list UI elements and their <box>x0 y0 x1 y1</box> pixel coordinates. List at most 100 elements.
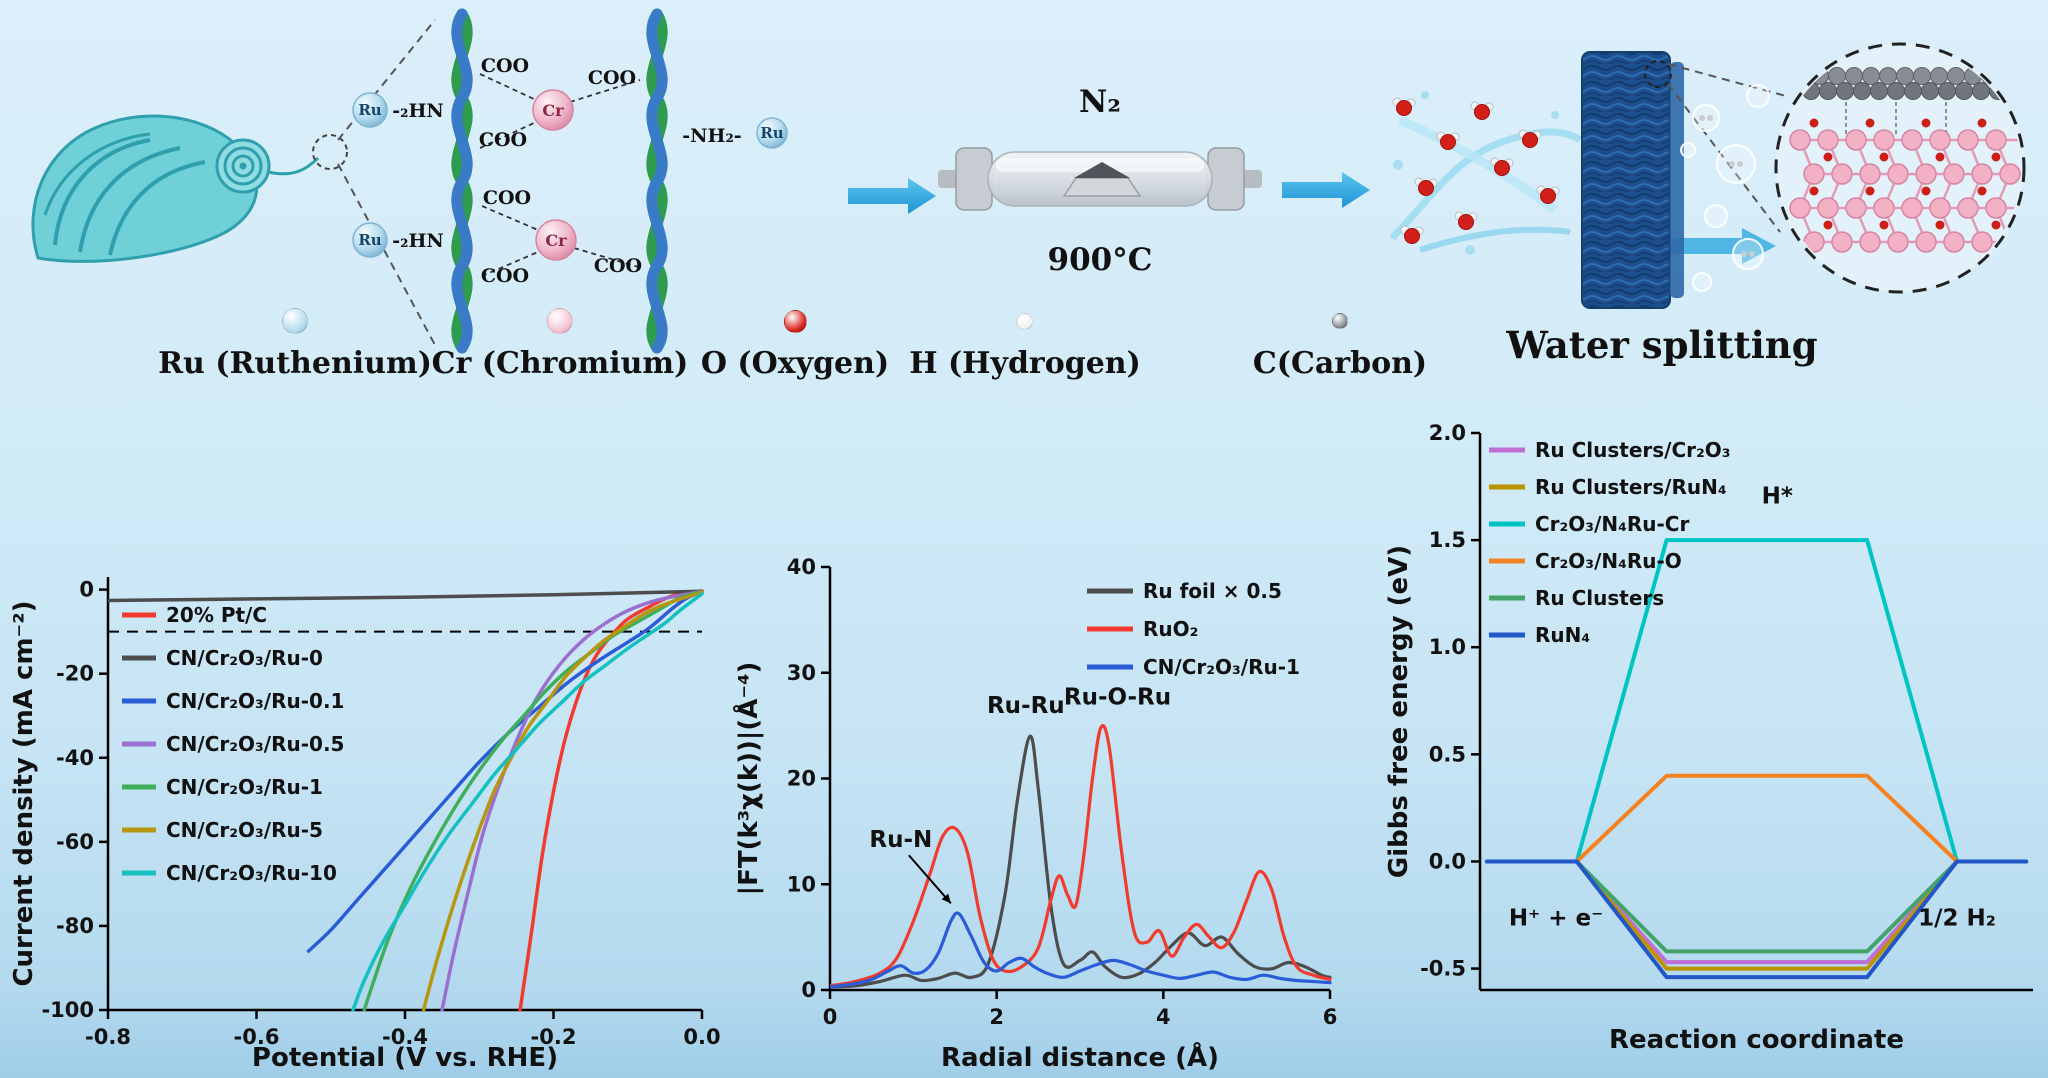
nanofiber-illustration <box>31 114 348 263</box>
element-label: O (Oxygen) <box>700 346 890 381</box>
ru-sphere-icon <box>352 92 388 128</box>
c-sphere-icon <box>1332 313 1348 329</box>
coo-label: COO <box>479 129 527 151</box>
coo-label: COO <box>481 55 529 77</box>
cr-sphere-icon <box>547 308 573 334</box>
svg-text:H*: H* <box>1762 484 1793 510</box>
n2-label: N₂ <box>1079 84 1121 120</box>
svg-text:0.5: 0.5 <box>1429 742 1466 766</box>
process-arrow-2-icon <box>1282 172 1370 208</box>
svg-text:10: 10 <box>787 872 816 896</box>
bubbles <box>1680 84 1770 292</box>
svg-text:CN/Cr₂O₃/Ru-0.1: CN/Cr₂O₃/Ru-0.1 <box>166 689 344 713</box>
svg-text:Ru Clusters/RuN₄: Ru Clusters/RuN₄ <box>1535 475 1727 499</box>
svg-text:20: 20 <box>787 767 816 791</box>
svg-text:40: 40 <box>787 555 816 579</box>
svg-text:-0.8: -0.8 <box>85 1025 131 1049</box>
ru-amine-group-3: -NH₂- Ru <box>682 117 788 149</box>
coo-label: COO <box>594 255 642 277</box>
synthesis-scheme: COO COO COO Cr COO COO COO Cr Ru -₂HN Ru… <box>31 8 2026 367</box>
svg-text:0.0: 0.0 <box>683 1025 720 1049</box>
o-sphere-icon <box>783 309 807 333</box>
svg-text:-0.2: -0.2 <box>531 1025 577 1049</box>
process-arrow-1-icon <box>848 178 936 214</box>
temperature-label: 900°C <box>1048 242 1153 278</box>
polymer-strand-left <box>451 8 473 354</box>
sphere-wrap <box>547 308 573 334</box>
svg-text:-0.6: -0.6 <box>234 1025 280 1049</box>
svg-text:-0.5: -0.5 <box>1420 957 1466 981</box>
ru-sphere-icon <box>282 308 308 334</box>
svg-text:Reaction coordinate: Reaction coordinate <box>1609 1025 1904 1055</box>
svg-text:0: 0 <box>823 1005 838 1029</box>
crystal-structure-magnifier <box>1774 42 2026 294</box>
sphere-wrap <box>783 308 807 334</box>
svg-text:Ru-N: Ru-N <box>869 827 932 853</box>
cr-symbol: Cr <box>545 231 567 250</box>
svg-text:0: 0 <box>801 978 816 1002</box>
svg-text:1/2 H₂: 1/2 H₂ <box>1918 906 1996 932</box>
amine-label: -₂HN <box>392 100 444 122</box>
zoom-source-circle <box>312 134 348 170</box>
svg-text:20% Pt/C: 20% Pt/C <box>166 603 267 627</box>
svg-text:-100: -100 <box>41 998 94 1022</box>
element-legend-item: Ru (Ruthenium) <box>158 308 432 381</box>
water-molecules <box>1392 97 1560 244</box>
coo-label: COO <box>483 187 531 209</box>
ru-symbol: Ru <box>358 101 381 119</box>
ru-symbol: Ru <box>760 124 783 142</box>
svg-text:-40: -40 <box>56 746 94 770</box>
water-splash <box>1389 91 1583 255</box>
sphere-wrap <box>1332 308 1348 334</box>
svg-text:H⁺ + e⁻: H⁺ + e⁻ <box>1509 906 1603 932</box>
svg-text:Cr₂O₃/N₄Ru-Cr: Cr₂O₃/N₄Ru-Cr <box>1535 512 1689 536</box>
svg-text:CN/Cr₂O₃/Ru-1: CN/Cr₂O₃/Ru-1 <box>1143 655 1300 679</box>
magnify-dashed-lines <box>337 19 436 346</box>
polymer-strand-right <box>646 8 668 354</box>
element-label: C(Carbon) <box>1252 346 1428 381</box>
tube-furnace: N₂ 900°C <box>938 84 1262 278</box>
svg-text:Ru Clusters/Cr₂O₃: Ru Clusters/Cr₂O₃ <box>1535 438 1731 462</box>
ru-symbol: Ru <box>358 231 381 249</box>
svg-text:|FT(k³χ(k))|(Å⁻⁴): |FT(k³χ(k))|(Å⁻⁴) <box>732 662 764 896</box>
element-legend-item: H (Hydrogen) <box>909 308 1141 381</box>
coo-label: COO <box>481 265 529 287</box>
svg-text:-20: -20 <box>56 662 94 686</box>
ru-sphere-icon <box>352 222 388 258</box>
ru-amine-group-1: Ru -₂HN <box>352 92 444 128</box>
sphere-wrap <box>1016 308 1034 334</box>
process-arrow-3-icon <box>1666 228 1776 264</box>
cr-sphere-icon <box>535 219 577 261</box>
element-label: H (Hydrogen) <box>909 346 1141 381</box>
svg-text:0.0: 0.0 <box>1429 849 1466 873</box>
crucible-boat <box>1062 177 1142 197</box>
cr-symbol: Cr <box>542 101 564 120</box>
svg-text:Ru-O-Ru: Ru-O-Ru <box>1064 684 1171 710</box>
svg-text:1.0: 1.0 <box>1429 635 1466 659</box>
cr-crosslink-bottom: COO COO COO Cr <box>481 187 643 287</box>
element-label: Cr (Chromium) <box>431 346 689 381</box>
electrode-zoom-circle <box>1644 60 1672 88</box>
svg-text:4: 4 <box>1156 1005 1171 1029</box>
ru-sphere-icon <box>756 117 788 149</box>
svg-text:2: 2 <box>989 1005 1004 1029</box>
element-label: Ru (Ruthenium) <box>158 346 432 381</box>
powder-sample <box>1074 162 1130 178</box>
svg-text:30: 30 <box>787 661 816 685</box>
svg-text:Radial distance (Å): Radial distance (Å) <box>941 1041 1219 1073</box>
cr-sphere-icon <box>532 89 574 131</box>
element-legend-item: C(Carbon) <box>1253 308 1427 381</box>
svg-text:Ru-Ru: Ru-Ru <box>987 693 1065 719</box>
svg-text:-60: -60 <box>56 830 94 854</box>
svg-text:-0.4: -0.4 <box>382 1025 428 1049</box>
svg-text:Potential (V vs. RHE): Potential (V vs. RHE) <box>252 1043 558 1073</box>
element-legend-item: Cr (Chromium) <box>431 308 689 381</box>
electrode <box>1581 51 1787 309</box>
amine-label: -NH₂- <box>682 125 741 147</box>
svg-text:1.5: 1.5 <box>1429 528 1466 552</box>
svg-text:Ru foil × 0.5: Ru foil × 0.5 <box>1143 579 1282 603</box>
